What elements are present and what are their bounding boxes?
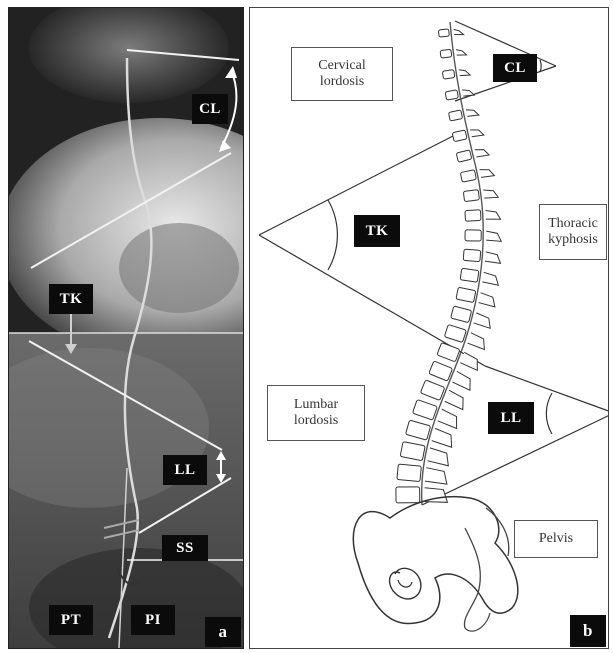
cl-label: CL <box>192 94 228 124</box>
thoracic-kyphosis-box: Thoracic kyphosis <box>539 204 607 260</box>
ll-label: LL <box>163 455 207 485</box>
cervical-lordosis-box: Cervical lordosis <box>291 47 393 101</box>
schematic-panel: Cervical lordosis Thoracic kyphosis Lumb… <box>249 7 609 649</box>
ss-label: SS <box>162 535 208 561</box>
cl-angle-label: CL <box>493 54 537 82</box>
tk-label: TK <box>49 284 93 314</box>
tk-angle-label: TK <box>354 215 400 247</box>
pi-label: PI <box>131 605 175 635</box>
panel-letter-b: b <box>570 615 606 647</box>
pt-label: PT <box>49 605 93 635</box>
pelvis-box: Pelvis <box>514 520 598 558</box>
lumbar-lordosis-box: Lumbar lordosis <box>267 385 365 441</box>
radiograph-panel: CL TK LL SS PT PI a <box>8 7 244 649</box>
panel-letter-a: a <box>205 617 241 647</box>
ll-angle-label: LL <box>488 402 534 434</box>
